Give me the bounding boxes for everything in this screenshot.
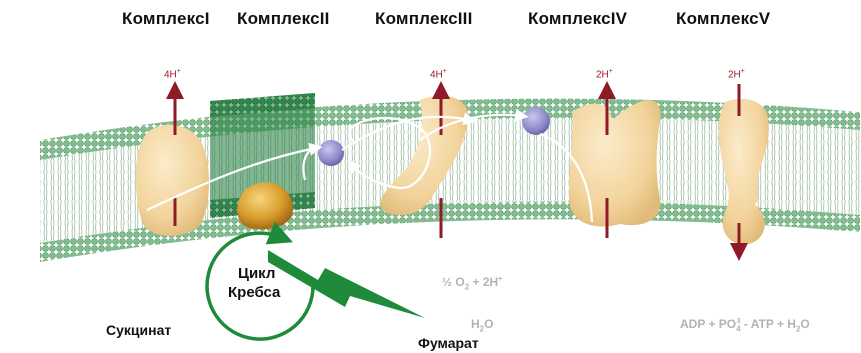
proton-label-complex-4: 2H+ bbox=[596, 68, 613, 80]
complex-3-title: КомплексIII bbox=[375, 9, 473, 29]
water-label: H2O bbox=[471, 317, 493, 333]
coenzyme-q-sphere bbox=[318, 140, 344, 166]
lightning-bolt-icon bbox=[268, 250, 425, 318]
proton-label-complex-1: 4H+ bbox=[164, 68, 181, 80]
oxygen-reduction-label: ½ O2 + 2H+ bbox=[442, 275, 502, 291]
complex-1-protein bbox=[136, 125, 209, 236]
fumarate-label: Фумарат bbox=[418, 335, 479, 351]
complex-1-title: КомплексI bbox=[122, 9, 210, 29]
complex-4-protein bbox=[569, 100, 660, 226]
complex-2-title: КомплексII bbox=[237, 9, 330, 29]
krebs-label-line1: Цикл bbox=[238, 264, 275, 283]
proton-label-complex-5: 2H+ bbox=[728, 68, 745, 80]
cytochrome-c-sphere bbox=[522, 107, 550, 135]
krebs-label-line2: Кребса bbox=[228, 283, 280, 302]
atp-synthesis-label: ADP + PO43 - ATP + H2O bbox=[680, 317, 810, 333]
complex-4-title: КомплексIV bbox=[528, 9, 627, 29]
proton-label-complex-3: 4H+ bbox=[430, 68, 447, 80]
complex-5-title: КомплексV bbox=[676, 9, 770, 29]
succinate-label: Сукцинат bbox=[106, 322, 171, 338]
